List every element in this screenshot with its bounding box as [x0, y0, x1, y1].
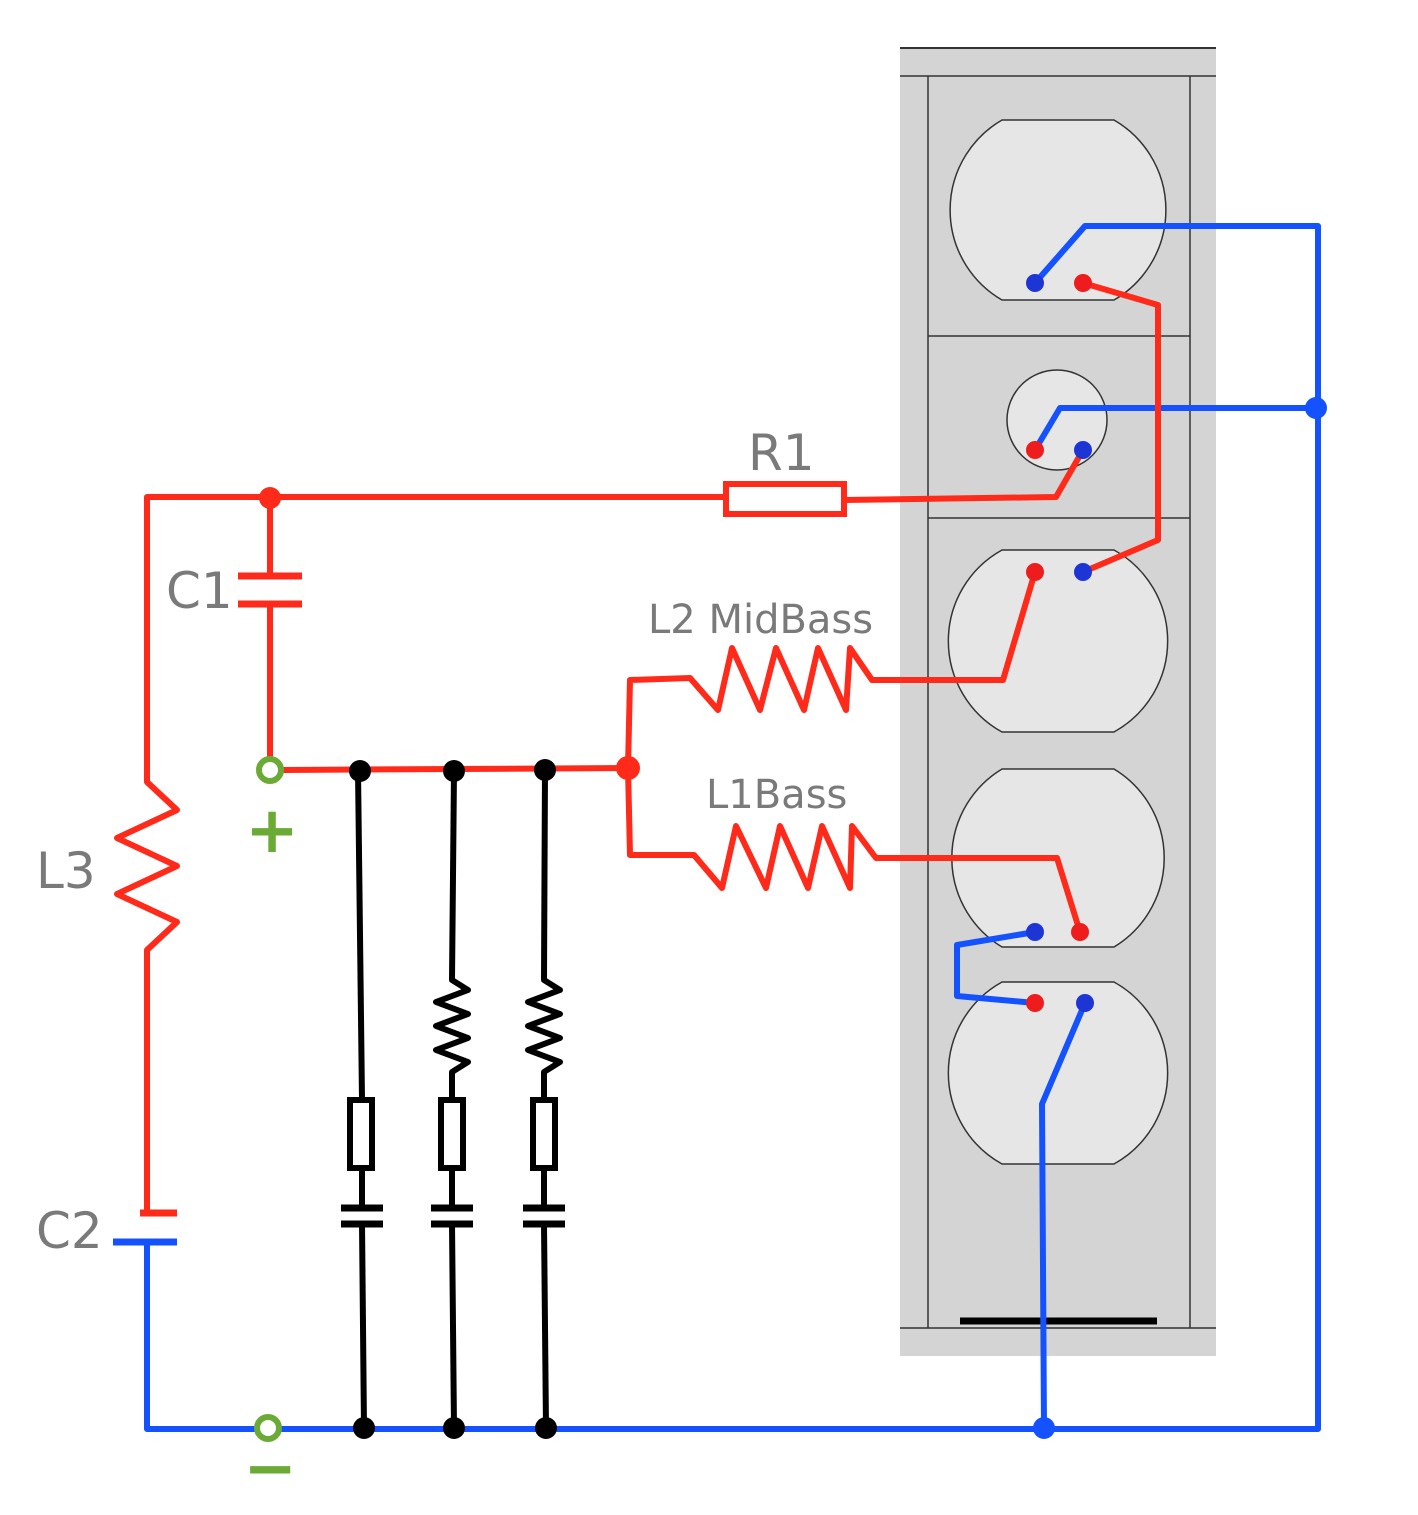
- plus-terminal: [256, 756, 284, 784]
- top-driver-link-wire: [1080, 280, 1161, 575]
- driver-midbass: [947, 549, 1169, 733]
- junction-dot: [1305, 397, 1327, 419]
- junction-dot: [535, 1417, 557, 1439]
- speaker-cabinet: [900, 47, 1216, 1356]
- tweeter: [1006, 369, 1108, 471]
- junction-dot: [349, 760, 371, 782]
- r1-resistor: [723, 481, 847, 517]
- negative-bus-wire: [144, 223, 1321, 1432]
- label-l2: L2 MidBass: [648, 597, 873, 643]
- l2-inductor-wire: [625, 569, 1038, 771]
- junction-dot: [443, 1417, 465, 1439]
- driver-terminals: [1026, 274, 1094, 1012]
- minus-terminal: [254, 1414, 282, 1442]
- input-terminals: + −: [243, 756, 299, 1506]
- junction-dot: [353, 1417, 375, 1439]
- label-l3: L3: [36, 842, 96, 900]
- tweeter-positive-wire: [841, 447, 1086, 503]
- component-labels: R1 C1 C2 L3 L2 MidBass L1Bass: [36, 424, 873, 1260]
- zobel-1-wire: [355, 767, 365, 1103]
- bass-series-link-wire: [954, 929, 1038, 1006]
- zobel-3-resistor: [530, 1097, 558, 1171]
- zobel-1-wire: [359, 1221, 367, 1431]
- positive-wiring: [113, 280, 1161, 1246]
- tweeter-negative-wire: [1032, 405, 1321, 453]
- junction-dot: [1033, 1417, 1055, 1439]
- zobel-networks: [341, 759, 565, 1439]
- minus-sign: −: [243, 1432, 297, 1506]
- l3-branch-wire: [114, 494, 729, 1216]
- zobel-3-inductor-wire: [525, 766, 563, 1103]
- zobel-2-wire: [449, 1221, 457, 1431]
- junction-dot: [443, 760, 465, 782]
- driver-top: [949, 119, 1167, 301]
- label-c1: C1: [166, 562, 233, 620]
- label-l1: L1Bass: [706, 772, 847, 818]
- zobel-3-wire: [541, 1221, 549, 1431]
- zobel-2-inductor-wire: [433, 768, 471, 1103]
- label-r1: R1: [748, 424, 815, 482]
- junction-dot: [259, 487, 281, 509]
- zobel-2-resistor: [438, 1097, 466, 1171]
- junction-dot: [534, 759, 556, 781]
- negative-wiring: [144, 223, 1327, 1439]
- zobel-1-resistor: [347, 1097, 375, 1171]
- plus-sign: +: [245, 794, 299, 868]
- bass-negative-wire: [1039, 1000, 1088, 1432]
- l1-inductor-wire: [625, 765, 1083, 935]
- label-c2: C2: [36, 1202, 103, 1260]
